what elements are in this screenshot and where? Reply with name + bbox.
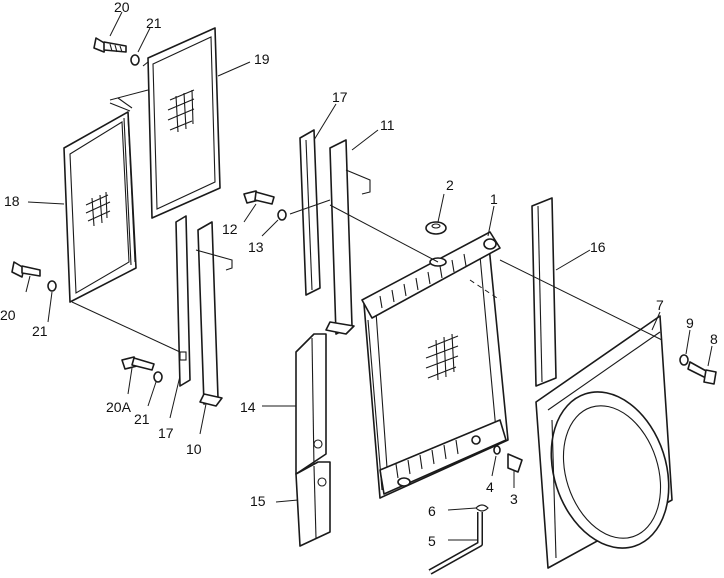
callout-3: 3: [510, 491, 518, 507]
callout-16: 16: [590, 239, 606, 255]
callout-labels: 20 21 19 18 20 21 17 11 12 13 2 1 16 7 9…: [0, 0, 718, 549]
part-21-washer-left: [47, 280, 57, 292]
part-1-radiator: [361, 231, 509, 499]
callout-21-top: 21: [146, 15, 162, 31]
callout-7: 7: [656, 297, 664, 313]
leader-lines: [25, 11, 713, 541]
callout-9: 9: [686, 315, 694, 331]
part-3-drain-plug: [507, 453, 523, 473]
part-13-washer: [277, 209, 287, 221]
part-21-washer-top: [130, 54, 140, 66]
part-20-wing-bolt-top: [93, 37, 127, 53]
callout-13: 13: [248, 239, 264, 255]
callout-11: 11: [380, 117, 395, 133]
part-18-side-screen: [63, 97, 137, 303]
callout-2: 2: [446, 177, 454, 193]
callout-17-lower: 17: [158, 425, 174, 441]
callout-20A: 20A: [106, 399, 132, 415]
part-9-washer: [679, 354, 689, 366]
part-2-radiator-cap: [425, 221, 447, 235]
callout-20-top: 20: [114, 0, 130, 15]
callout-19: 19: [254, 51, 270, 67]
callout-21-lower: 21: [134, 411, 150, 427]
part-20A-bolt: [121, 356, 155, 371]
part-5-drain-hose: [428, 512, 483, 575]
callout-14: 14: [240, 399, 256, 415]
part-16-baffle: [531, 197, 557, 387]
part-17-bracket-lower: [175, 215, 191, 387]
part-19-upper-screen: [142, 27, 221, 219]
part-14-block: [295, 333, 327, 475]
part-21-washer-lower: [153, 371, 163, 383]
part-4-seal: [493, 445, 501, 455]
callout-4: 4: [486, 479, 494, 495]
callout-17-upper: 17: [332, 89, 348, 105]
part-15-block: [295, 461, 331, 547]
callout-10: 10: [186, 441, 202, 457]
part-6-clip: [475, 504, 489, 512]
part-12-bolt: [243, 190, 275, 205]
part-8-bolt: [687, 361, 717, 385]
callout-15: 15: [250, 493, 266, 509]
part-17-bracket-upper: [299, 129, 321, 296]
callout-8: 8: [710, 331, 718, 347]
part-11-bracket: [325, 139, 371, 335]
callout-5: 5: [428, 533, 436, 549]
part-10-bracket: [195, 221, 233, 407]
assembly-lines: [71, 89, 663, 353]
callout-6: 6: [428, 503, 436, 519]
callout-18: 18: [4, 193, 20, 209]
callout-1: 1: [490, 191, 498, 207]
part-20-wing-bolt-left: [11, 261, 41, 278]
callout-12: 12: [222, 221, 238, 237]
part-7-fan-shroud: [535, 315, 673, 569]
callout-21-left: 21: [32, 323, 48, 339]
callout-20-left: 20: [0, 307, 16, 323]
